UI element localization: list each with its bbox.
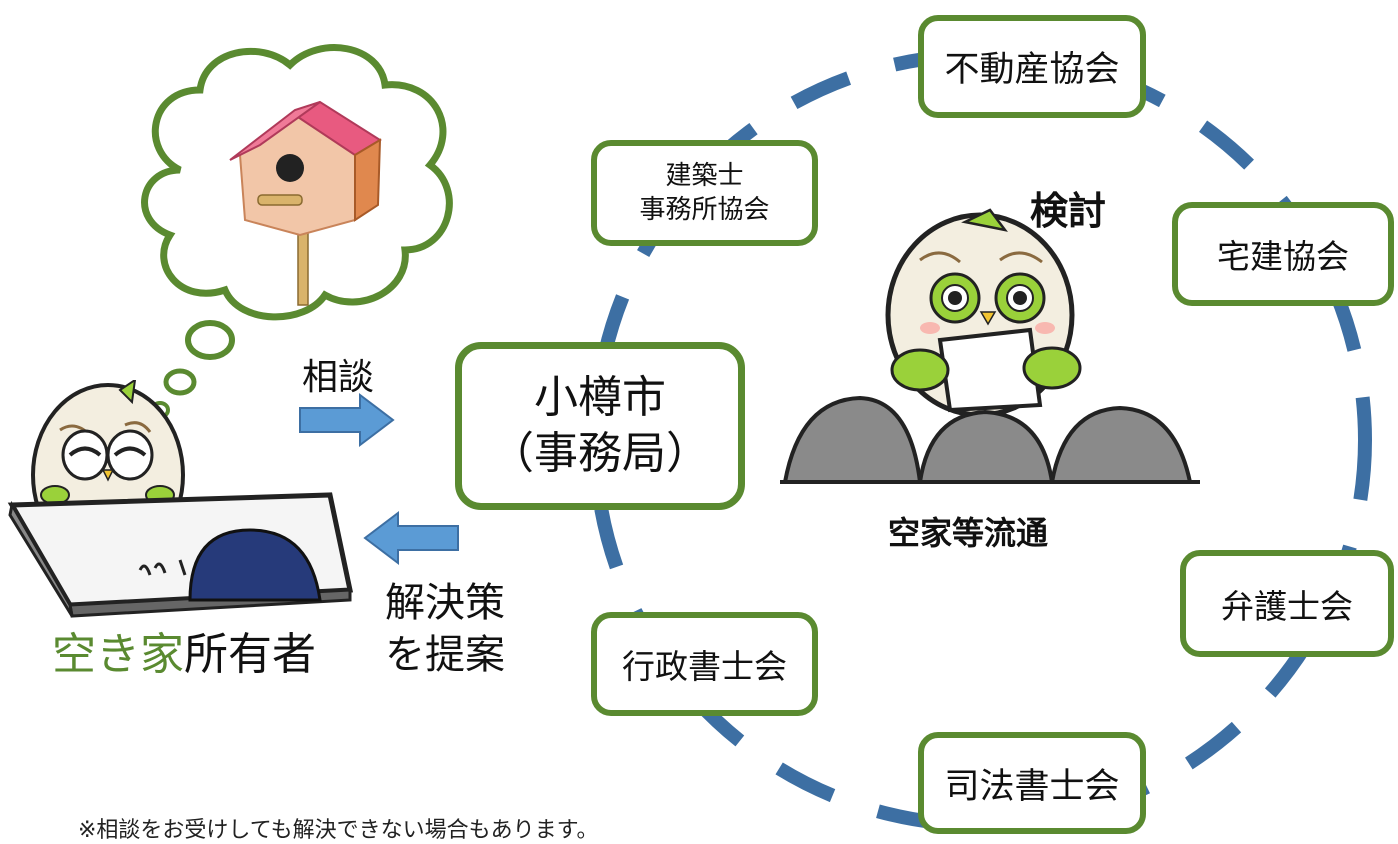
- review-label: 検討: [1030, 189, 1107, 233]
- org-box-gyosei: 行政書士会: [591, 612, 818, 716]
- footnote: ※相談をお受けしても解決できない場合もあります。: [78, 818, 599, 843]
- org-label-fudosan: 不動産協会: [944, 50, 1120, 90]
- thought-cloud: [141, 44, 453, 419]
- owner-label: 空き家所有者: [52, 618, 316, 682]
- org-box-takken: 宅建協会: [1172, 202, 1394, 306]
- org-box-kenchikushi: 建築士 事務所協会: [591, 140, 818, 246]
- owner-illustration: [7, 380, 354, 618]
- org-label-gyosei: 行政書士会: [622, 647, 787, 686]
- consult-arrow: [299, 392, 395, 448]
- consult-label: 相談: [302, 357, 375, 398]
- center-office-sub: （事務局）: [490, 428, 710, 479]
- distribution-label: 空家等流通: [888, 514, 1049, 552]
- org-label-kenchikushi-1: 建築士: [665, 161, 744, 191]
- org-label-kenchikushi-2: 事務所協会: [639, 195, 770, 225]
- center-office-name: 小樽市: [534, 372, 666, 423]
- proposal-arrow: [363, 510, 459, 566]
- owner-label-black: 所有者: [184, 629, 316, 680]
- org-label-takken: 宅建協会: [1217, 237, 1349, 276]
- proposal-label-1: 解決策: [385, 580, 505, 626]
- birdhouse-icon: [229, 100, 382, 306]
- org-label-bengoshi: 弁護士会: [1221, 586, 1353, 626]
- review-illustration: [780, 208, 1200, 484]
- owner-label-green: 空き家: [52, 629, 184, 680]
- center-office-box: 小樽市 （事務局）: [455, 342, 745, 510]
- org-box-bengoshi: 弁護士会: [1180, 550, 1394, 657]
- org-box-fudosan: 不動産協会: [918, 15, 1146, 118]
- proposal-label-2: を提案: [385, 632, 505, 678]
- org-box-shiho: 司法書士会: [918, 732, 1146, 834]
- org-label-shiho: 司法書士会: [944, 766, 1120, 807]
